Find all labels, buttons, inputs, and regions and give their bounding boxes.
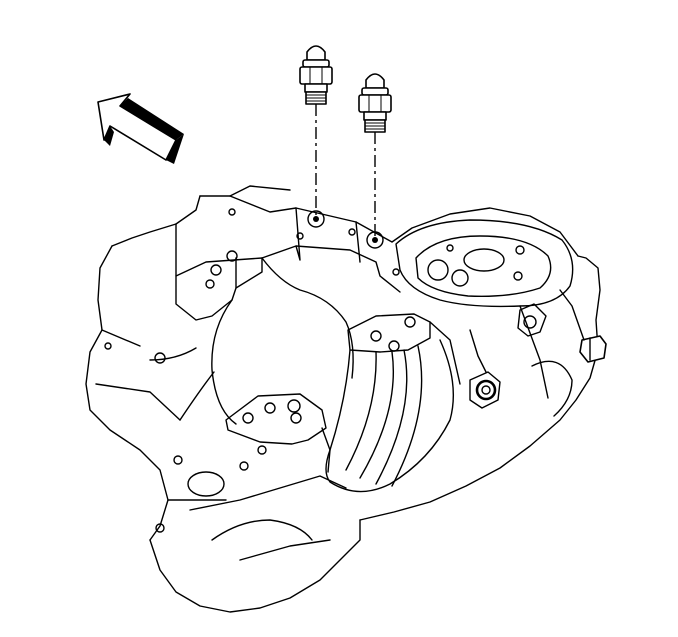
direction-arrow-icon bbox=[97, 93, 184, 164]
oil-gallery-fitting-right bbox=[358, 73, 392, 236]
engine-block bbox=[85, 185, 607, 613]
oil-gallery-fitting-left bbox=[299, 45, 333, 215]
